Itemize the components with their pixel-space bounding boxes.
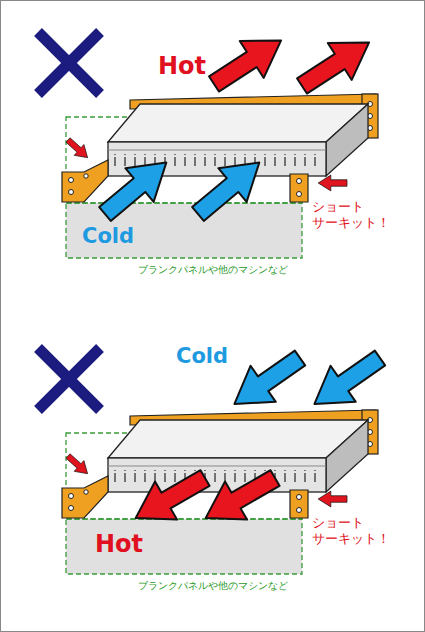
blank-panel-caption: ブランクパネルや他のマシンなど [138, 264, 288, 276]
hot-air-arrow [195, 459, 286, 537]
blank-panel-caption: ブランクパネルや他のマシンなど [138, 580, 288, 592]
cold-label: Cold [176, 344, 228, 369]
hot-label: Hot [158, 52, 206, 81]
short-circuit-note: ショート サーキット！ [312, 515, 408, 546]
cold-label: Cold [82, 224, 134, 249]
hot-air-arrow [290, 24, 381, 104]
short-circuit-note: ショート サーキット！ [312, 199, 408, 230]
hot-air-arrow [202, 22, 293, 102]
cold-air-arrow [302, 340, 393, 422]
cold-air-arrow [184, 146, 274, 231]
cold-air-arrow [222, 340, 313, 422]
cold-air-arrow [91, 146, 181, 231]
hot-label: Hot [95, 530, 143, 559]
hot-air-arrow [125, 459, 216, 537]
